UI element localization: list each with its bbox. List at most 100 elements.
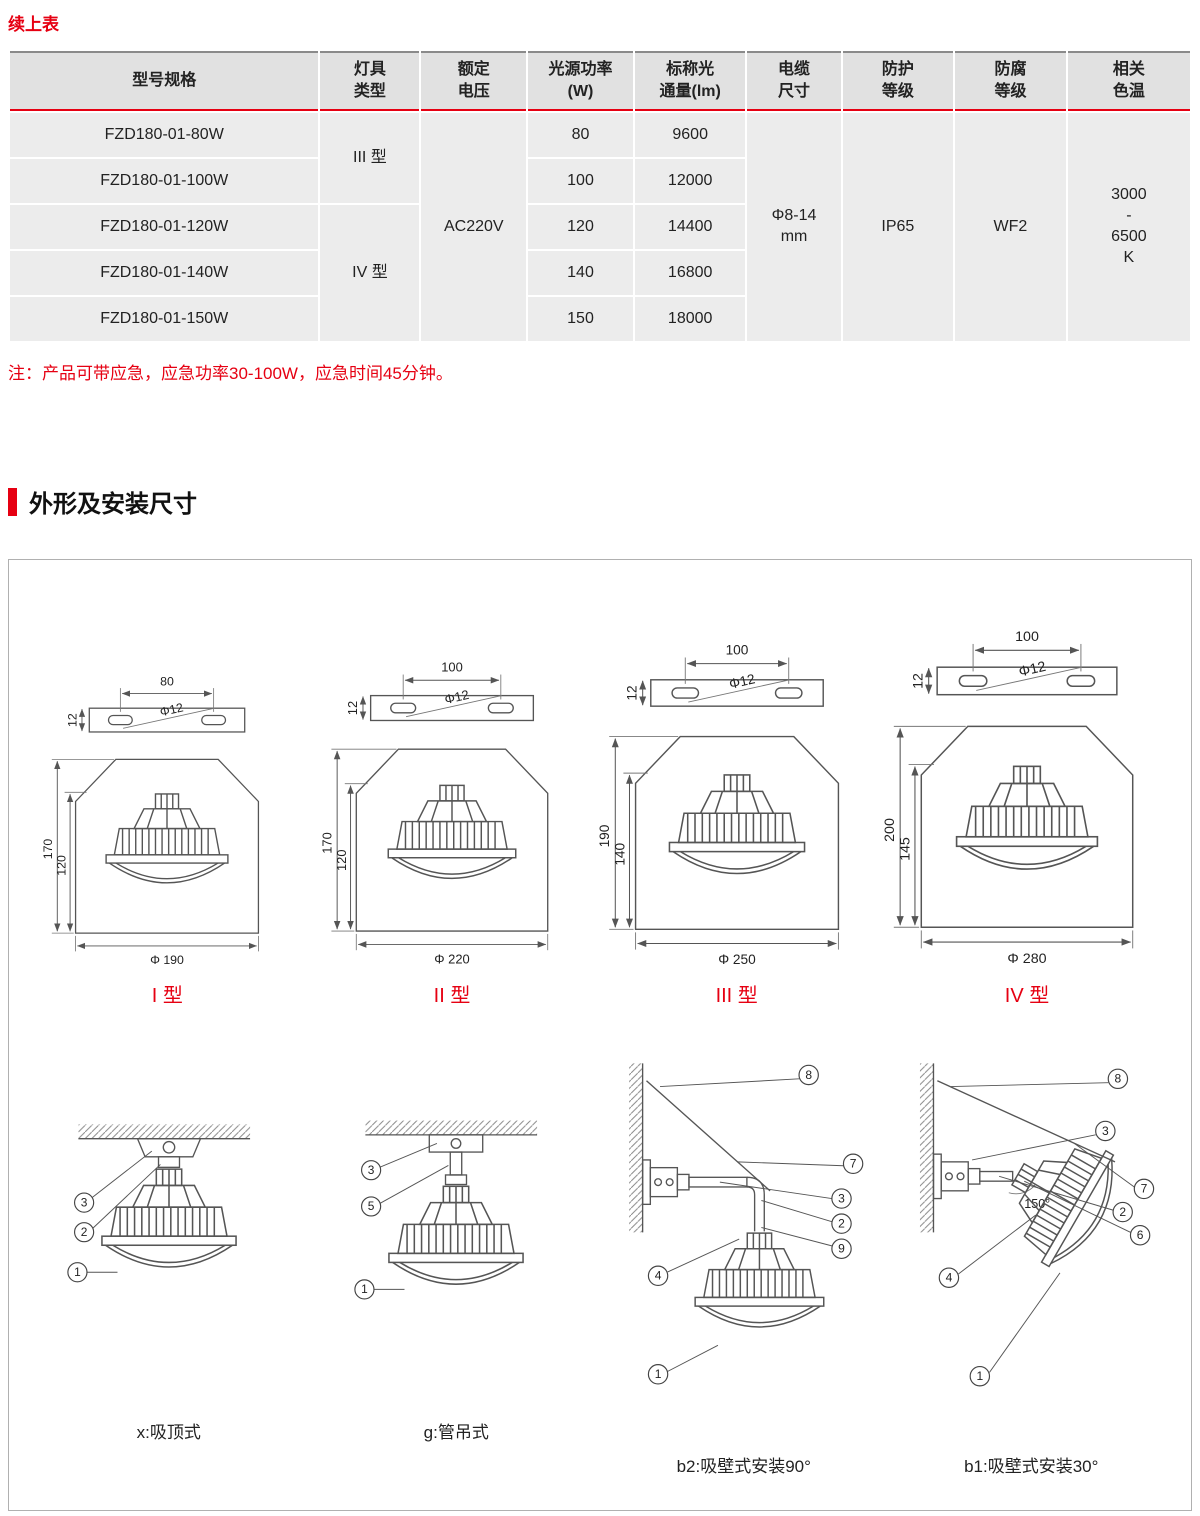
dim-plate-width: 100 bbox=[725, 642, 748, 657]
callout-number: 7 bbox=[1141, 1182, 1148, 1196]
cell-model: FZD180-01-140W bbox=[10, 251, 319, 295]
table-row: FZD180-01-120W IV 型 120 14400 bbox=[10, 205, 1190, 341]
callout-number: 8 bbox=[1115, 1072, 1122, 1086]
dim-height-inner: 145 bbox=[898, 837, 914, 861]
callout-number: 9 bbox=[838, 1242, 845, 1256]
callout-number: 1 bbox=[361, 1283, 368, 1297]
table-row: FZD180-01-150W 150 18000 bbox=[10, 297, 1190, 341]
dim-height-outer: 200 bbox=[882, 818, 898, 842]
callout-number: 5 bbox=[368, 1200, 375, 1214]
table-row: FZD180-01-80W III 型 AC220V 80 9600 Φ8-14… bbox=[10, 113, 1190, 341]
type-label-3: III 型 bbox=[715, 985, 758, 1008]
cell-power: 120 bbox=[528, 205, 633, 249]
cell-flux: 16800 bbox=[634, 251, 746, 295]
callout-number: 8 bbox=[805, 1068, 812, 1082]
cell-flux: 18000 bbox=[634, 297, 746, 341]
callout-number: 3 bbox=[368, 1163, 375, 1177]
cell-cct: 3000 - 6500 K bbox=[1067, 113, 1190, 341]
callout-number: 1 bbox=[977, 1369, 984, 1383]
callout-number: 6 bbox=[1137, 1229, 1144, 1243]
cell-protection: IP65 bbox=[842, 113, 954, 341]
cell-power: 80 bbox=[528, 113, 633, 157]
section-title-row: 外形及安装尺寸 bbox=[8, 484, 1192, 519]
cell-anticorrosion: WF2 bbox=[955, 113, 1066, 341]
cell-cable: Φ8-14 mm bbox=[747, 113, 841, 341]
cell-power: 100 bbox=[528, 159, 633, 203]
col-header-cable: 电缆 尺寸 bbox=[747, 51, 841, 111]
dim-height-outer: 170 bbox=[319, 832, 334, 854]
install-figure-ceiling: 3 2 1 x:吸顶式 bbox=[25, 1112, 313, 1443]
spec-table: 型号规格 灯具 类型 额定 电压 光源功率 (W) 标称光 通量(lm) 电缆 … bbox=[8, 49, 1192, 343]
callout-number: 1 bbox=[74, 1265, 81, 1279]
type-label-1: I 型 bbox=[151, 985, 183, 1008]
cell-model: FZD180-01-100W bbox=[10, 159, 319, 203]
callout-number: 2 bbox=[81, 1225, 88, 1239]
section-title: 外形及安装尺寸 bbox=[29, 491, 197, 518]
cell-flux: 12000 bbox=[634, 159, 746, 203]
section-red-bar bbox=[8, 487, 17, 516]
cell-lamp-type-4: IV 型 bbox=[320, 205, 420, 341]
emergency-note: 注：产品可带应急，应急功率30-100W，应急时间45分钟。 bbox=[8, 364, 453, 383]
dim-plate-width: 100 bbox=[441, 660, 463, 675]
col-header-cct: 相关 色温 bbox=[1067, 51, 1190, 111]
callout-number: 1 bbox=[654, 1368, 661, 1382]
dim-hole: Φ12 bbox=[159, 700, 185, 719]
col-header-voltage: 额定 电压 bbox=[421, 51, 527, 111]
callout-number: 2 bbox=[1120, 1205, 1127, 1219]
lamp-dimension-drawing-1: 80 12 Φ12 170 120 bbox=[41, 674, 260, 967]
cell-model: FZD180-01-80W bbox=[10, 113, 319, 157]
cell-power: 150 bbox=[528, 297, 633, 341]
col-header-lamp-type: 灯具 类型 bbox=[320, 51, 420, 111]
cell-lamp-type-3: III 型 bbox=[320, 113, 420, 203]
col-header-model: 型号规格 bbox=[10, 51, 319, 111]
dim-diameter: Φ 190 bbox=[150, 953, 184, 967]
col-header-protection: 防护 等级 bbox=[842, 51, 954, 111]
table-row: FZD180-01-100W 100 12000 bbox=[10, 159, 1190, 203]
install-label-ceiling: x:吸顶式 bbox=[136, 1423, 201, 1443]
cell-flux: 9600 bbox=[634, 113, 746, 157]
callout-number: 3 bbox=[81, 1196, 88, 1210]
dim-height-outer: 170 bbox=[41, 838, 55, 859]
install-figure-pipe: 3 5 1 g:管吊式 bbox=[313, 1112, 601, 1443]
dim-diameter: Φ 250 bbox=[718, 951, 756, 966]
type-figure-2: 100 12 Φ12 170 120 bbox=[310, 642, 595, 1008]
type-figure-4: 100 12 Φ12 200 145 bbox=[879, 608, 1175, 1008]
cell-voltage: AC220V bbox=[421, 113, 527, 341]
col-header-power: 光源功率 (W) bbox=[528, 51, 633, 111]
ceiling-mount-drawing: 3 2 1 bbox=[67, 1124, 250, 1283]
install-figure-wall-90: 8 7 3 2 9 4 bbox=[600, 1046, 888, 1477]
callout-number: 3 bbox=[838, 1192, 845, 1206]
cell-model: FZD180-01-120W bbox=[10, 205, 319, 249]
callout-number: 3 bbox=[1102, 1124, 1109, 1138]
dim-hole: Φ12 bbox=[1017, 659, 1047, 681]
type-label-4: IV 型 bbox=[1004, 985, 1050, 1008]
dim-hole: Φ12 bbox=[727, 671, 756, 691]
install-drawings-row: 3 2 1 x:吸顶式 bbox=[25, 1046, 1175, 1477]
type-figure-1: 80 12 Φ12 170 120 bbox=[25, 657, 310, 1009]
type-label-2: II 型 bbox=[433, 985, 471, 1008]
pipe-mount-drawing: 3 5 1 bbox=[354, 1121, 538, 1300]
dim-height-inner: 120 bbox=[55, 855, 69, 876]
callout-number: 7 bbox=[850, 1157, 857, 1171]
dim-height-inner: 140 bbox=[612, 842, 627, 865]
dim-plate-thickness: 12 bbox=[910, 673, 926, 689]
dim-height-inner: 120 bbox=[334, 849, 349, 871]
wall-mount-90-drawing: 8 7 3 2 9 4 bbox=[628, 1063, 864, 1385]
lamp-dimension-drawing-2: 100 12 Φ12 170 120 bbox=[319, 660, 549, 967]
dim-plate-thickness: 12 bbox=[345, 701, 360, 715]
cell-model: FZD180-01-150W bbox=[10, 297, 319, 341]
dim-plate-thickness: 12 bbox=[66, 713, 80, 727]
install-figure-wall-30: 150° 8 3 7 2 bbox=[888, 1046, 1176, 1477]
cell-power: 140 bbox=[528, 251, 633, 295]
dim-plate-width: 80 bbox=[160, 674, 174, 688]
col-header-flux: 标称光 通量(lm) bbox=[634, 51, 746, 111]
callout-number: 2 bbox=[838, 1217, 845, 1231]
wall-mount-30-drawing: 150° 8 3 7 2 bbox=[920, 1063, 1155, 1387]
continued-table-label: 续上表 bbox=[8, 15, 59, 34]
cell-flux: 14400 bbox=[634, 205, 746, 249]
install-label-wall-30: b1:吸壁式安装30° bbox=[964, 1457, 1099, 1477]
lamp-dimension-drawing-3: 100 12 Φ12 190 140 bbox=[597, 642, 839, 966]
dimensions-panel: 80 12 Φ12 170 120 bbox=[8, 559, 1192, 1511]
table-row: FZD180-01-140W 140 16800 bbox=[10, 251, 1190, 295]
